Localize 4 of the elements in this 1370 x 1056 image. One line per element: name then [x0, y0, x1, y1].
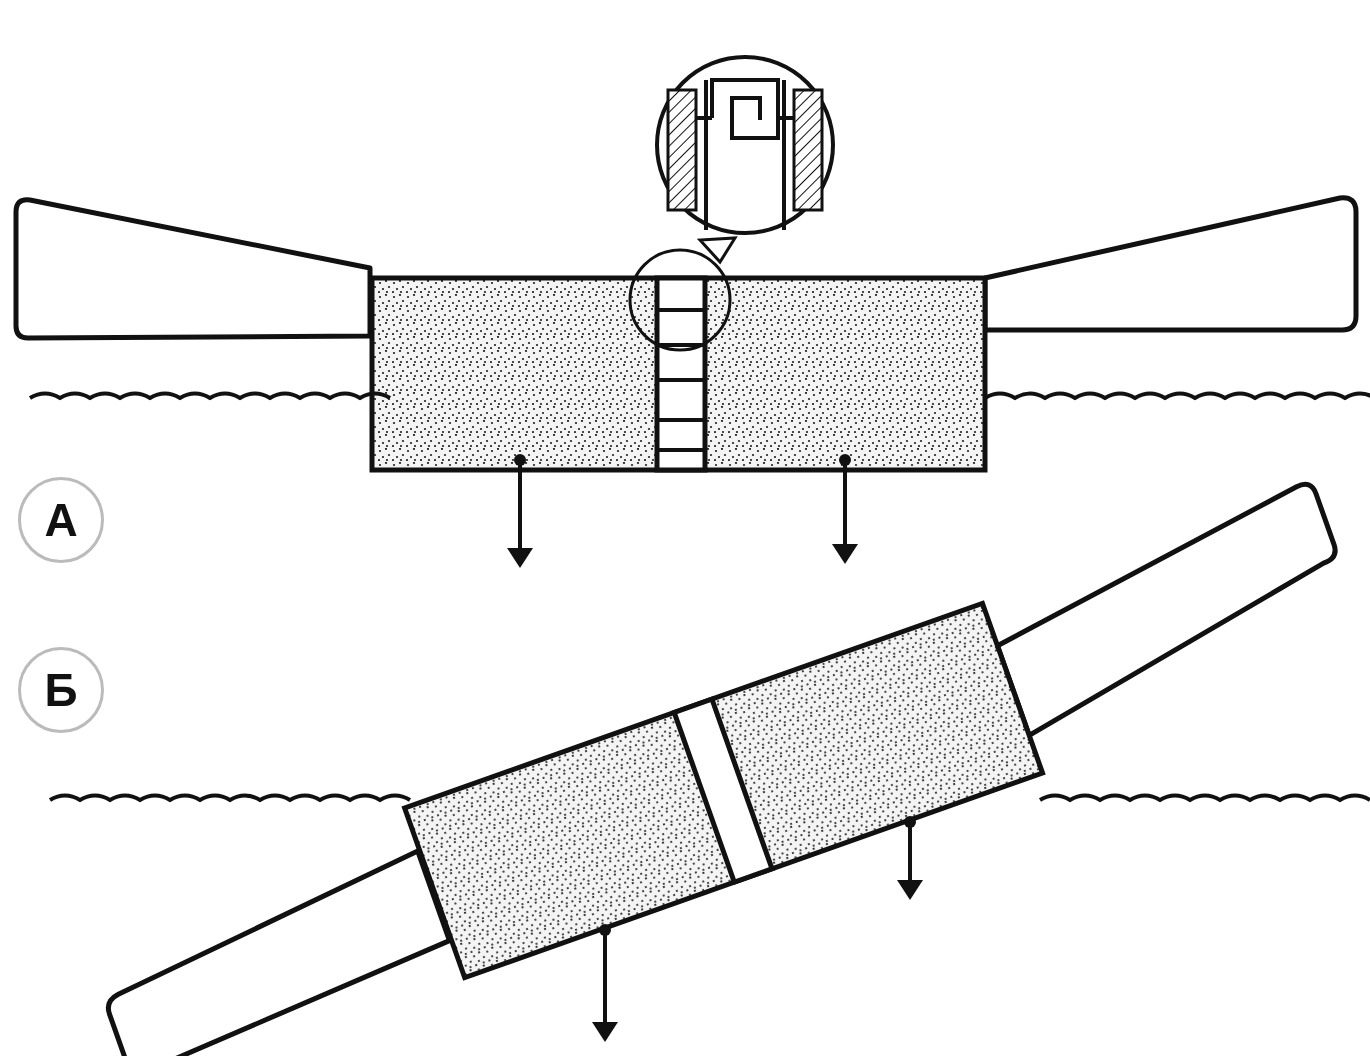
view-letter: Б — [44, 663, 78, 717]
view-marker-circle — [18, 477, 104, 563]
view-letter: А — [44, 493, 78, 547]
view-marker-circle — [18, 647, 104, 733]
